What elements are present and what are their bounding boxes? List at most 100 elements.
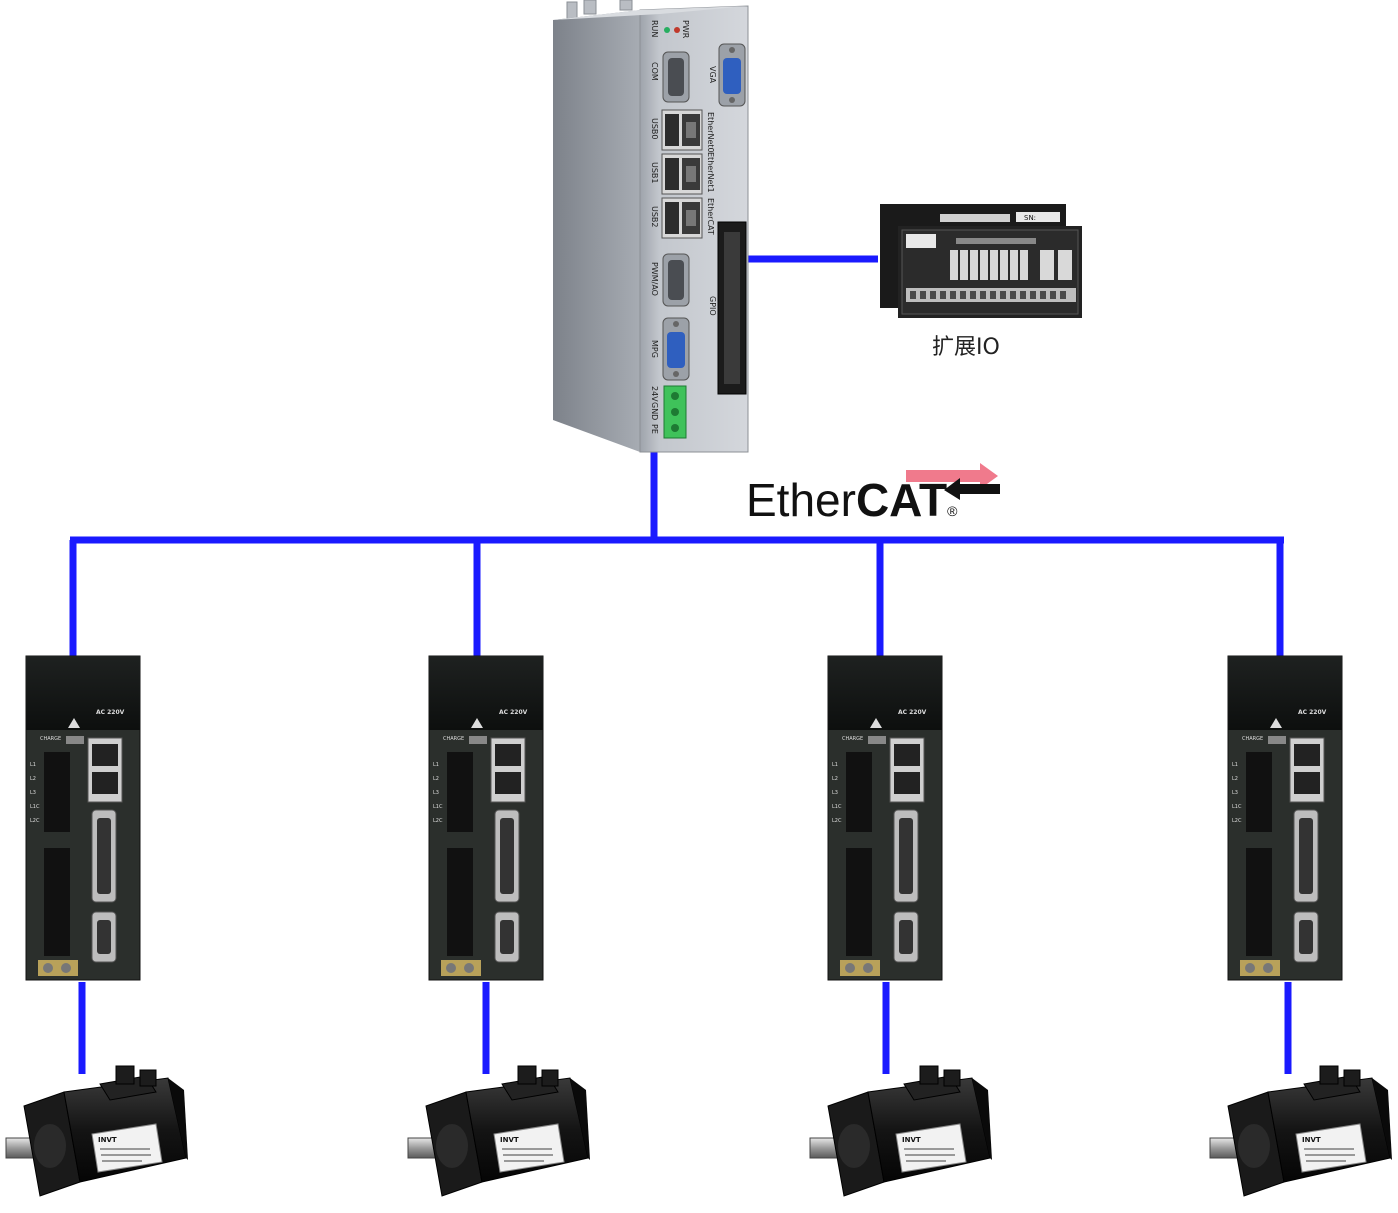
- mpg-port[interactable]: [662, 317, 690, 381]
- drive-warning-icon: [868, 736, 886, 744]
- vga-port[interactable]: [718, 43, 746, 107]
- vga-label: VGA: [708, 66, 717, 84]
- drive-voltage-label: AC 220V: [898, 709, 927, 716]
- drive-warning-icon: [469, 736, 487, 744]
- drive-charge-label: CHARGE: [1242, 736, 1263, 742]
- motor-brand-label: INVT: [98, 1136, 117, 1144]
- drive-terminal-label: L2: [433, 776, 439, 782]
- drive-terminal-label: L2C: [832, 818, 842, 824]
- drive-encoder-connector[interactable]: [893, 911, 919, 963]
- drive-terminal-label: L1C: [30, 804, 40, 810]
- servo-motor: INVT: [1209, 1065, 1392, 1197]
- ground-screw-icon: [446, 963, 456, 973]
- expansion-io-label: 扩展IO: [932, 335, 1000, 360]
- drive-ethercat-ports[interactable]: [490, 737, 526, 803]
- ethercat-logo: EtherCAT®: [746, 463, 1000, 526]
- usb1-label: USB1: [650, 162, 659, 184]
- pwm-ao-port[interactable]: [662, 253, 690, 307]
- ground-screw-icon: [61, 963, 71, 973]
- motor-brand-label: INVT: [1302, 1136, 1321, 1144]
- drive-charge-label: CHARGE: [842, 736, 863, 742]
- ground-screw-icon: [1263, 963, 1273, 973]
- drive-terminal-label: L1C: [832, 804, 842, 810]
- servo-motor: INVT: [407, 1065, 590, 1197]
- drive-charge-label: CHARGE: [40, 736, 61, 742]
- drive-terminal-label: L2C: [30, 818, 40, 824]
- com-label: COM: [650, 62, 659, 81]
- drive-warning-icon: [66, 736, 84, 744]
- io-board-sn: SN:: [1024, 214, 1036, 222]
- drive-terminal-label: L2: [832, 776, 838, 782]
- mpg-label: MPG: [650, 340, 659, 358]
- ethernet0-label: EtherNet0: [706, 112, 715, 153]
- drive-terminal-label: L3: [433, 790, 439, 796]
- drive-terminal-label: L1C: [433, 804, 443, 810]
- drive-warning-icon: [1268, 736, 1286, 744]
- ethercat-usb2-port[interactable]: [661, 197, 703, 239]
- drive-terminal-label: L1: [433, 762, 439, 768]
- drive-voltage-label: AC 220V: [499, 709, 528, 716]
- servo-motor: INVT: [809, 1065, 992, 1197]
- drive-encoder-connector[interactable]: [91, 911, 117, 963]
- gpio-label: GPIO: [708, 296, 717, 316]
- run-label: RUN: [650, 20, 659, 37]
- drive-terminal-label: L1C: [1232, 804, 1242, 810]
- drive-io-connector[interactable]: [494, 809, 520, 903]
- ethernet0-usb0-port[interactable]: [661, 109, 703, 151]
- com-port[interactable]: [662, 51, 690, 103]
- gpio-connector[interactable]: [717, 221, 747, 395]
- ethercat-logo-text: EtherCAT®: [746, 474, 958, 526]
- ground-screw-icon: [1245, 963, 1255, 973]
- ethercat-arrow-icon: [906, 463, 998, 489]
- run-led-icon: [664, 27, 670, 33]
- usb2-label: USB2: [650, 206, 659, 228]
- motion-controller: PWR RUN COM VGA EtherNet0 USB0: [553, 0, 749, 453]
- servo-motor: INVT: [5, 1065, 188, 1197]
- ground-screw-icon: [43, 963, 53, 973]
- drive-ethercat-ports[interactable]: [87, 737, 123, 803]
- motor-brand-label: INVT: [500, 1136, 519, 1144]
- usb0-label: USB0: [650, 118, 659, 140]
- drive-encoder-connector[interactable]: [494, 911, 520, 963]
- drive-voltage-label: AC 220V: [1298, 709, 1327, 716]
- drive-terminal-label: L3: [832, 790, 838, 796]
- pwm-ao-label: PWM/AO: [650, 262, 659, 296]
- drive-charge-label: CHARGE: [443, 736, 464, 742]
- ethernet1-usb1-port[interactable]: [661, 153, 703, 195]
- gnd-label: GND: [650, 402, 659, 420]
- ground-screw-icon: [845, 963, 855, 973]
- connection-lines: [69, 255, 1292, 1074]
- drive-encoder-connector[interactable]: [1293, 911, 1319, 963]
- ethernet1-label: EtherNet1: [706, 152, 715, 193]
- drive-terminal-label: L2: [1232, 776, 1238, 782]
- drive-terminal-label: L2C: [433, 818, 443, 824]
- pwr-led-icon: [674, 27, 680, 33]
- 24v-label: 24V: [650, 386, 659, 402]
- pe-label: PE: [650, 424, 659, 434]
- power-terminal[interactable]: [663, 385, 687, 439]
- drive-terminal-label: L1: [832, 762, 838, 768]
- drive-terminal-label: L3: [30, 790, 36, 796]
- pwr-label: PWR: [681, 20, 690, 39]
- ground-screw-icon: [863, 963, 873, 973]
- drive-io-connector[interactable]: [893, 809, 919, 903]
- ethercat-return-arrow-icon: [944, 478, 1000, 500]
- drive-terminal-label: L2: [30, 776, 36, 782]
- drive-voltage-label: AC 220V: [96, 709, 125, 716]
- drive-terminal-label: L1: [1232, 762, 1238, 768]
- drive-io-connector[interactable]: [1293, 809, 1319, 903]
- drive-io-connector[interactable]: [91, 809, 117, 903]
- ethercat-label: EtherCAT: [706, 198, 715, 235]
- drive-ethercat-ports[interactable]: [889, 737, 925, 803]
- ground-screw-icon: [464, 963, 474, 973]
- motor-brand-label: INVT: [902, 1136, 921, 1144]
- drive-ethercat-ports[interactable]: [1289, 737, 1325, 803]
- drive-terminal-label: L3: [1232, 790, 1238, 796]
- expansion-io-module: SN:: [880, 204, 1082, 318]
